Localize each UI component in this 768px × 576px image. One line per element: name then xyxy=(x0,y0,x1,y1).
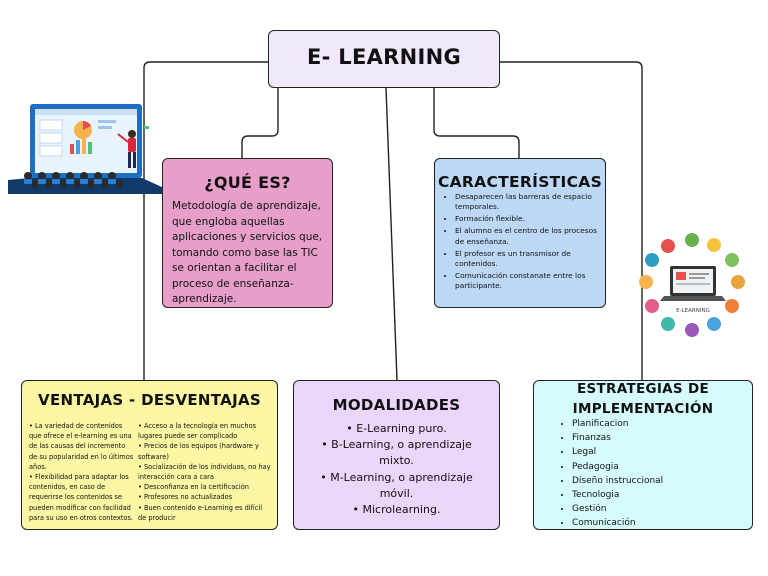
list-item: • Socialización de los individuos, no ha… xyxy=(138,462,271,482)
ventajas-heading: VENTAJAS - DESVENTAJAS xyxy=(38,391,261,409)
title-node: E- LEARNING xyxy=(268,30,500,88)
elearning-icons-illustration: E-LEARNING xyxy=(639,233,745,337)
list-item: • B-Learning, o aprendizaje mixto. xyxy=(321,438,472,468)
list-item: • Buen contenido e-Learning es difícil d… xyxy=(138,503,263,522)
connector-to-estrategias xyxy=(500,61,643,380)
caracteristicas-node: CARACTERÍSTICAS Desaparecen las barreras… xyxy=(434,158,606,308)
list-item: Tecnologia xyxy=(572,488,663,502)
que-es-node: ¿QUÉ ES? Metodología de aprendizaje, que… xyxy=(162,158,333,308)
list-item: Finanzas xyxy=(572,431,663,445)
list-item: Diseño instruccional xyxy=(572,474,663,488)
list-item: • Profesores no actualizados xyxy=(138,493,233,502)
list-item: Legal xyxy=(572,445,663,459)
illustration-label: E-LEARNING xyxy=(676,308,710,314)
diagram-title: E- LEARNING xyxy=(306,45,462,69)
connector-to-modalidades xyxy=(385,87,398,381)
list-item: Comunicación xyxy=(572,516,663,530)
modalidades-list: • E-Learning puro. • B-Learning, o apren… xyxy=(306,421,487,518)
list-item: • Flexibilidad para adaptar los contenid… xyxy=(29,473,134,522)
caracteristicas-list: Desaparecen las barreras de espacio temp… xyxy=(455,192,601,293)
list-item: • E-Learning puro. xyxy=(346,422,447,435)
connector-to-caracteristicas xyxy=(433,88,520,158)
estrategias-list: Planificacion Finanzas Legal Pedagogia D… xyxy=(572,417,663,531)
list-item: • M-Learning, o aprendizaje móvil. xyxy=(320,470,473,500)
list-item: Comunicación constanate entre los partic… xyxy=(455,271,601,292)
connector-to-ventajas xyxy=(143,61,268,380)
list-item: • Acceso a la tecnología en muchos lugar… xyxy=(138,422,257,441)
orbit-icons xyxy=(639,233,745,337)
list-item: Gestión xyxy=(572,502,663,516)
list-item: • Microlearning. xyxy=(352,503,441,517)
modalidades-heading: MODALIDADES xyxy=(332,396,461,414)
presentation-illustration xyxy=(8,104,164,194)
list-item: El alumno es el centro de los procesos d… xyxy=(455,226,601,247)
list-item: Planificacion xyxy=(572,417,663,431)
list-item: • La variedad de contenidos que ofrece e… xyxy=(29,422,134,471)
list-item: Desaparecen las barreras de espacio temp… xyxy=(455,192,601,213)
list-item: Pedagogia xyxy=(572,460,663,474)
ventajas-list: • La variedad de contenidos que ofrece e… xyxy=(29,421,135,523)
ventajas-desventajas-node: VENTAJAS - DESVENTAJAS • La variedad de … xyxy=(21,380,278,530)
caracteristicas-heading: CARACTERÍSTICAS xyxy=(437,173,603,191)
estrategias-node: ESTRATEGIAS DE IMPLEMENTACIÓN Planificac… xyxy=(533,380,753,530)
connector-to-que-es xyxy=(241,88,279,158)
que-es-text: Metodología de aprendizaje, que engloba … xyxy=(172,200,323,305)
modalidades-node: MODALIDADES • E-Learning puro. • B-Learn… xyxy=(293,380,500,530)
estrategias-heading: ESTRATEGIAS DE IMPLEMENTACIÓN xyxy=(572,381,714,417)
list-item: • Desconfianza en la certificación xyxy=(138,483,249,492)
que-es-heading: ¿QUÉ ES? xyxy=(204,173,291,192)
list-item: • Precios de los equipos (hardware y sof… xyxy=(138,442,259,461)
desventajas-list: • Acceso a la tecnología en muchos lugar… xyxy=(138,421,272,523)
list-item: Formación flexible. xyxy=(455,214,601,224)
list-item: El profesor es un transmisor de contenid… xyxy=(455,249,601,270)
